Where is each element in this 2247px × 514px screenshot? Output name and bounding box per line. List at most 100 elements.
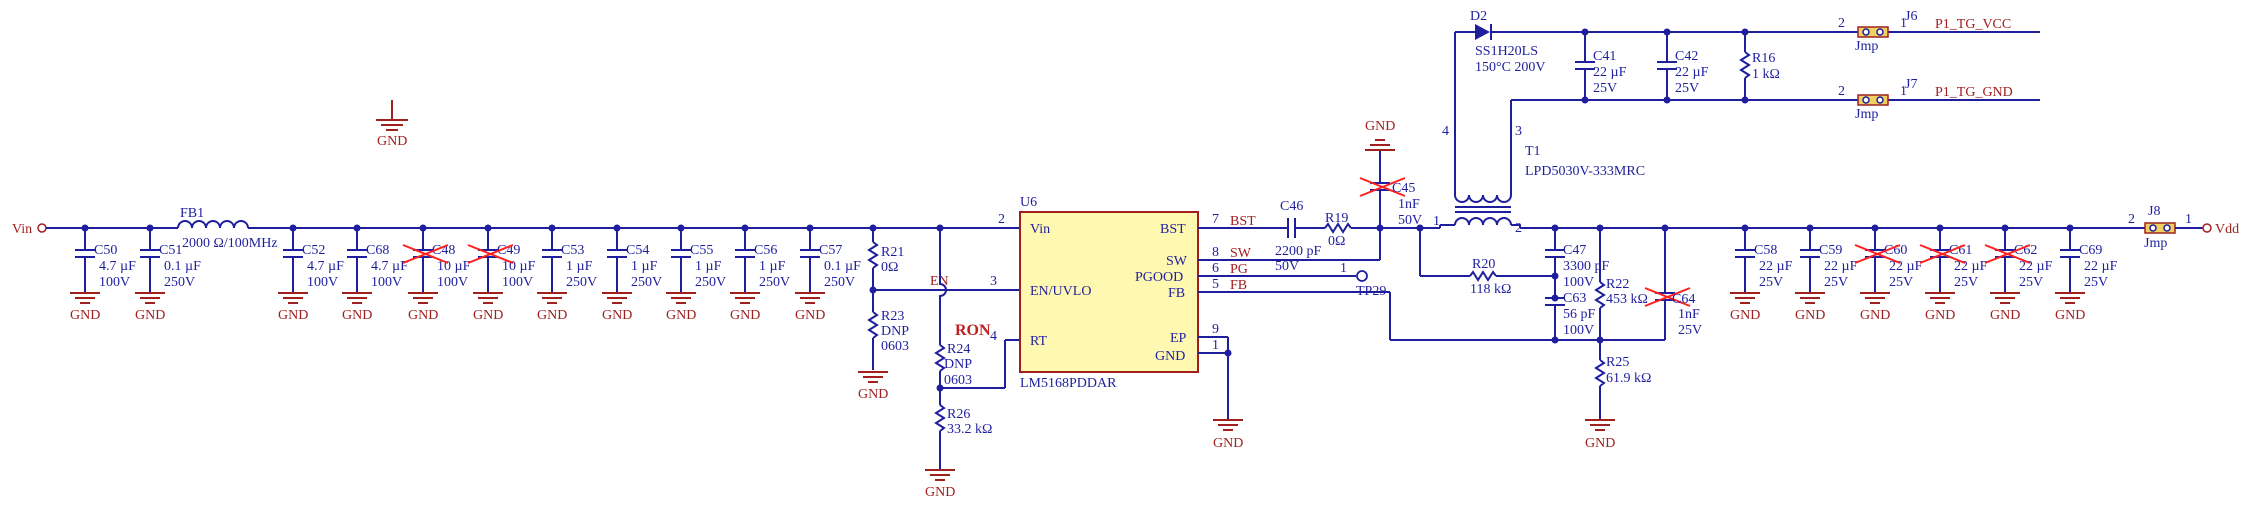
c56-ref: C56 (754, 243, 777, 258)
capacitor-c42: C42 22 µF 25V (1657, 28, 1709, 104)
c55-ref: C55 (690, 243, 713, 258)
vin-terminal[interactable] (37, 223, 47, 233)
c50-v1: 4.7 µF (99, 259, 136, 274)
test-point-tp29[interactable] (1356, 270, 1368, 282)
bst-net-label: BST (1230, 214, 1256, 229)
svg-text:5: 5 (1212, 277, 1219, 292)
svg-text:PGOOD: PGOOD (1135, 270, 1183, 285)
svg-text:2: 2 (2128, 212, 2135, 227)
gnd-label: GND (278, 308, 308, 323)
c53-v1: 1 µF (566, 259, 593, 274)
c69-ref: C69 (2079, 243, 2102, 258)
r23-v2: 0603 (881, 339, 909, 354)
svg-text:GND: GND (1585, 436, 1615, 451)
c55-v2: 250V (695, 275, 726, 290)
r24-resistor: R24 DNP 0603 (934, 342, 972, 405)
gnd-label: GND (1860, 308, 1890, 323)
vdd-net-label: Vdd (2215, 222, 2239, 237)
svg-text:0Ω: 0Ω (1328, 234, 1345, 249)
c49-v2: 100V (502, 275, 533, 290)
gnd-label: GND (408, 308, 438, 323)
svg-text:C64: C64 (1672, 292, 1695, 307)
c60-v2: 25V (1889, 275, 1913, 290)
svg-text:100V: 100V (1563, 275, 1594, 290)
svg-text:J6: J6 (1905, 9, 1917, 24)
svg-text:R20: R20 (1472, 257, 1495, 272)
svg-text:R19: R19 (1325, 211, 1348, 226)
svg-text:1nF: 1nF (1398, 197, 1420, 212)
vdd-terminal[interactable] (2202, 223, 2212, 233)
svg-text:50V: 50V (1275, 259, 1299, 274)
svg-text:GND: GND (1155, 349, 1185, 364)
c50-ref: C50 (94, 243, 117, 258)
svg-text:22 µF: 22 µF (1675, 65, 1709, 80)
svg-text:1nF: 1nF (1678, 307, 1700, 322)
svg-text:Jmp: Jmp (2144, 236, 2167, 251)
svg-text:4: 4 (1442, 124, 1449, 139)
c61-v2: 25V (1954, 275, 1978, 290)
svg-text:50V: 50V (1398, 213, 1422, 228)
c51-ref: C51 (159, 243, 182, 258)
svg-text:FB: FB (1168, 286, 1185, 301)
c55-v1: 1 µF (695, 259, 722, 274)
svg-text:7: 7 (1212, 212, 1219, 227)
net-p1-tg-gnd: P1_TG_GND (1935, 85, 2013, 100)
resistor-r19: R19 0Ω (1324, 211, 1380, 249)
c62-ref: C62 (2014, 243, 2037, 258)
svg-text:LPD5030V-333MRC: LPD5030V-333MRC (1525, 164, 1645, 179)
capacitor-c46: C46 2200 pF 50V (1275, 199, 1325, 274)
gnd-label: GND (795, 308, 825, 323)
c59-ref: C59 (1819, 243, 1842, 258)
capacitor-c45: GND C45 1nF 50V (1359, 119, 1422, 228)
c58-ref: C58 (1754, 243, 1777, 258)
r26-ref: R26 (947, 407, 970, 422)
gnd-label: GND (1990, 308, 2020, 323)
svg-text:RT: RT (1030, 334, 1047, 349)
c69-v2: 25V (2084, 275, 2108, 290)
svg-text:SS1H20LS: SS1H20LS (1475, 44, 1538, 59)
c69-v1: 22 µF (2084, 259, 2118, 274)
c56-v1: 1 µF (759, 259, 786, 274)
c61-ref: C61 (1949, 243, 1972, 258)
gnd-label: GND (473, 308, 503, 323)
c52-ref: C52 (302, 243, 325, 258)
jumper-j6[interactable]: 2 J6 1 Jmp P1_TG_VCC (1838, 9, 2040, 54)
svg-text:Jmp: Jmp (1855, 39, 1878, 54)
svg-text:2: 2 (1838, 16, 1845, 31)
gnd-label: GND (1925, 308, 1955, 323)
jumper-j8[interactable]: 2 J8 1 Jmp (2128, 204, 2203, 251)
svg-text:1: 1 (1340, 261, 1347, 276)
gnd-label: GND (70, 308, 100, 323)
svg-text:GND: GND (1213, 436, 1243, 451)
gnd-label: GND (666, 308, 696, 323)
ic-u6: U6 LM5168PDDAR Vin EN/UVLO RT BST SW PGO… (1019, 195, 1199, 391)
c51-v2: 250V (164, 275, 195, 290)
c59-v1: 22 µF (1824, 259, 1858, 274)
svg-text:R25: R25 (1606, 355, 1629, 370)
diode-d2: D2 SS1H20LS 150°C 200V (1470, 9, 1546, 75)
u6-part: LM5168PDDAR (1020, 376, 1117, 391)
r24-ref: R24 (947, 342, 970, 357)
c53-v2: 250V (566, 275, 597, 290)
gnd-label: GND (1730, 308, 1760, 323)
jumper-j7[interactable]: 2 J7 1 Jmp P1_TG_GND (1838, 77, 2040, 122)
gnd-label: GND (135, 308, 165, 323)
u6-ref: U6 (1020, 195, 1037, 210)
ferrite-bead-fb1: FB1 2000 Ω/100MHz (177, 206, 278, 251)
r21-resistor: R21 0Ω (867, 228, 904, 290)
r21-ref: R21 (881, 245, 904, 260)
svg-text:25V: 25V (1675, 81, 1699, 96)
r23-ref: R23 (881, 309, 904, 324)
svg-text:8: 8 (1212, 245, 1219, 260)
resistor-r16: R16 1 kΩ (1739, 28, 1780, 104)
c52-v2: 100V (307, 275, 338, 290)
c57-ref: C57 (819, 243, 842, 258)
c56-v2: 250V (759, 275, 790, 290)
c59-v2: 25V (1824, 275, 1848, 290)
